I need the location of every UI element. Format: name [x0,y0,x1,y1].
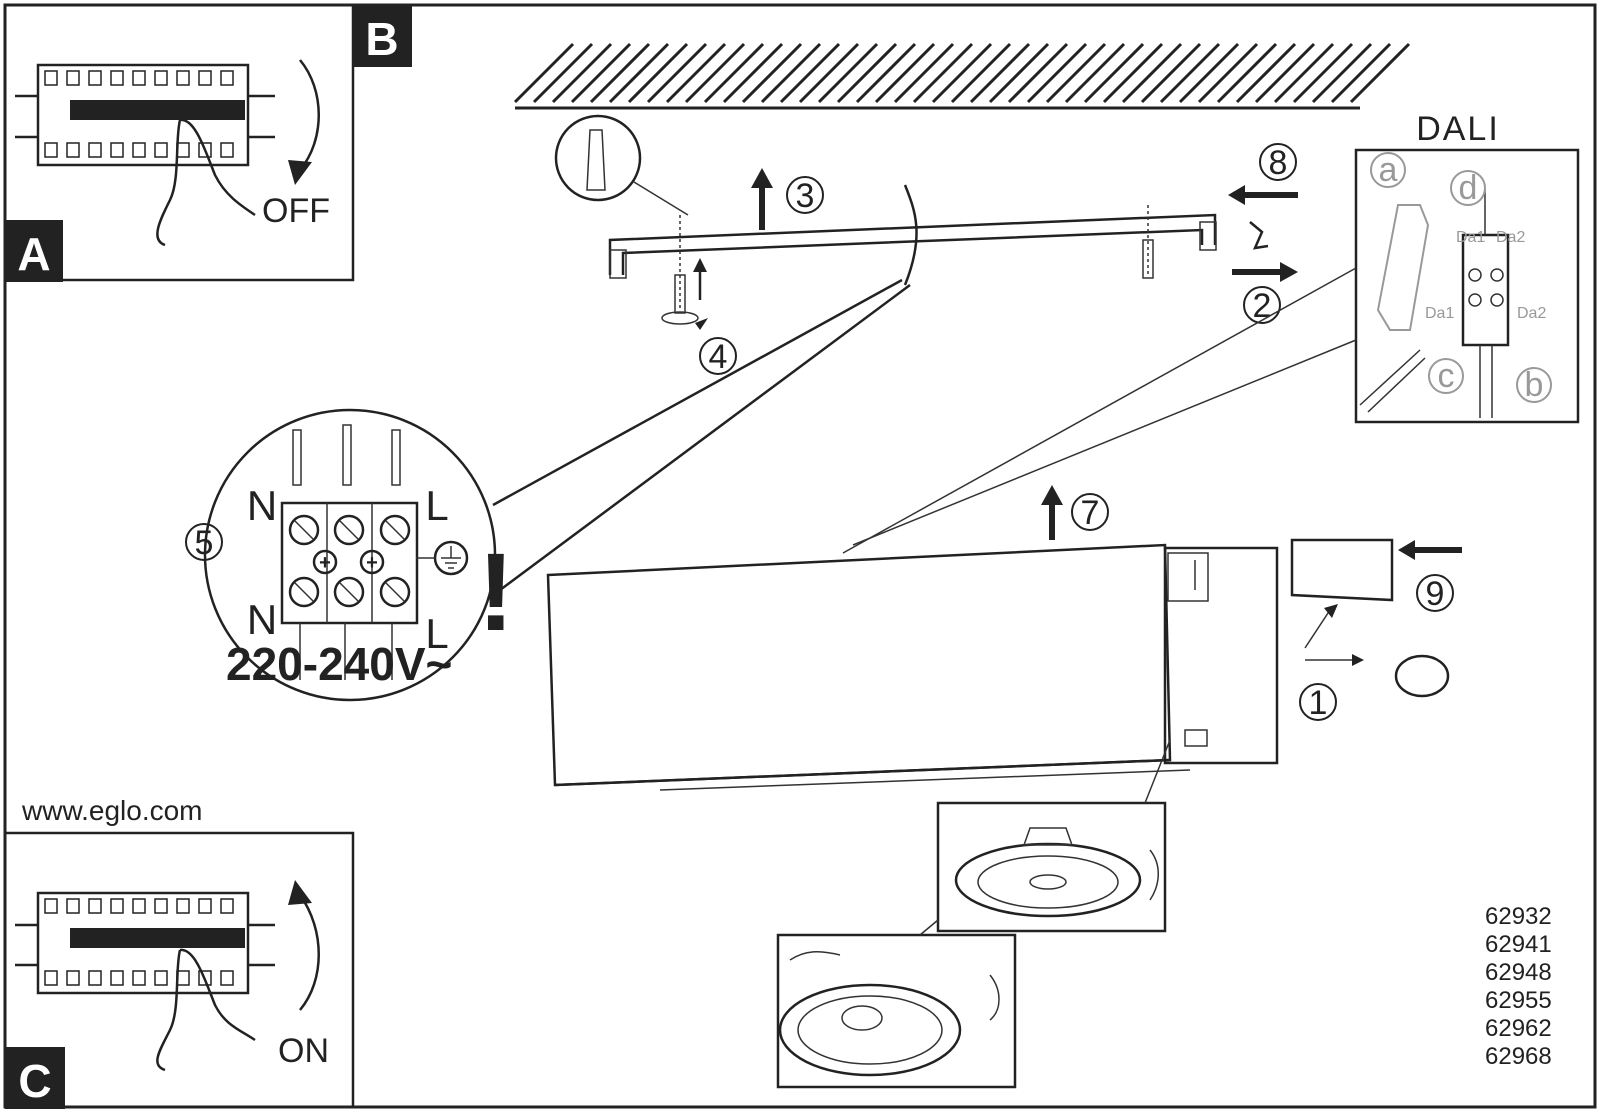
hand-icon [156,118,256,247]
dali-detail: DALI Da1 Da2 Da1 Da2 a b c d [842,110,1580,554]
on-label: ON [278,1032,329,1070]
panel-label-b: B [365,13,398,65]
label-l-bottom: L [425,610,448,657]
step-2-number: 2 [1253,287,1272,325]
panel-label-c: C [18,1055,51,1107]
svg-text:+: + [366,552,378,574]
article-number: 62962 [1485,1015,1552,1042]
step-4-indicator: 4 [699,337,737,376]
wires-top [292,424,401,486]
hand-icon [156,948,256,1072]
dali-label: DALI [1416,110,1500,148]
label-n-bottom: N [247,596,277,643]
step-3-indicator: 3 [751,168,824,230]
svg-text:+: + [319,552,331,574]
dowel-icon [554,114,642,202]
article-number: 62968 [1485,1043,1552,1070]
dali-step-d: d [1459,169,1478,207]
label-l-top: L [425,482,448,529]
panel-breaker-on: C ON [3,831,355,1109]
end-cover: 9 1 [1290,538,1462,722]
step-3-number: 3 [796,177,815,215]
step-8-indicator: 8 [1228,143,1298,205]
page-frame [3,3,1597,1109]
breaker-icon [15,63,275,167]
step-7-number: 7 [1081,494,1100,532]
dali-step-a: a [1379,151,1398,189]
dali-da2-top: Da2 [1496,229,1525,246]
dali-da1-bottom: Da1 [1425,305,1454,322]
dali-da1-top: Da1 [1456,229,1485,246]
arrow-off-icon [288,160,312,185]
step-8-number: 8 [1269,144,1288,182]
step-9-number: 9 [1426,575,1445,613]
article-number: 62948 [1485,959,1552,986]
step-2-indicator: 2 [1232,221,1298,325]
arrow-on-icon [288,880,312,905]
label-n-top: N [247,482,277,529]
step-1-number: 1 [1309,684,1328,722]
ceiling [513,42,1411,110]
step-7-indicator: 7 [1041,485,1109,540]
label-box-c [5,1047,65,1109]
website-url[interactable]: www.eglo.com [21,795,203,826]
article-number: 62955 [1485,987,1552,1014]
screw-icon [674,205,1154,314]
step-5-indicator: 5 [185,523,223,562]
dali-step-c: c [1438,357,1455,395]
dali-step-b: b [1525,366,1544,404]
luminaire-body [546,543,1279,791]
terminal-block-detail: + + N N L L 220-240V~ [203,408,497,702]
label-box-b [352,5,412,67]
breaker-icon [15,891,275,995]
lamp-detail-top [936,739,1171,933]
warning-icon: ! [478,531,515,654]
off-label: OFF [262,192,330,230]
label-box-a [5,220,63,282]
panel-label-a: A [17,228,50,280]
voltage-label: 220-240V~ [226,638,452,690]
dali-da2-bottom: Da2 [1517,305,1546,322]
lamp-detail-bottom [776,919,1017,1089]
article-number: 62941 [1485,931,1552,958]
mounting-bracket [554,114,1217,330]
step-5-number: 5 [195,524,214,562]
article-number: 62932 [1485,903,1552,930]
panel-breaker-off: B A OFF [3,3,412,282]
step-4-number: 4 [709,338,728,376]
